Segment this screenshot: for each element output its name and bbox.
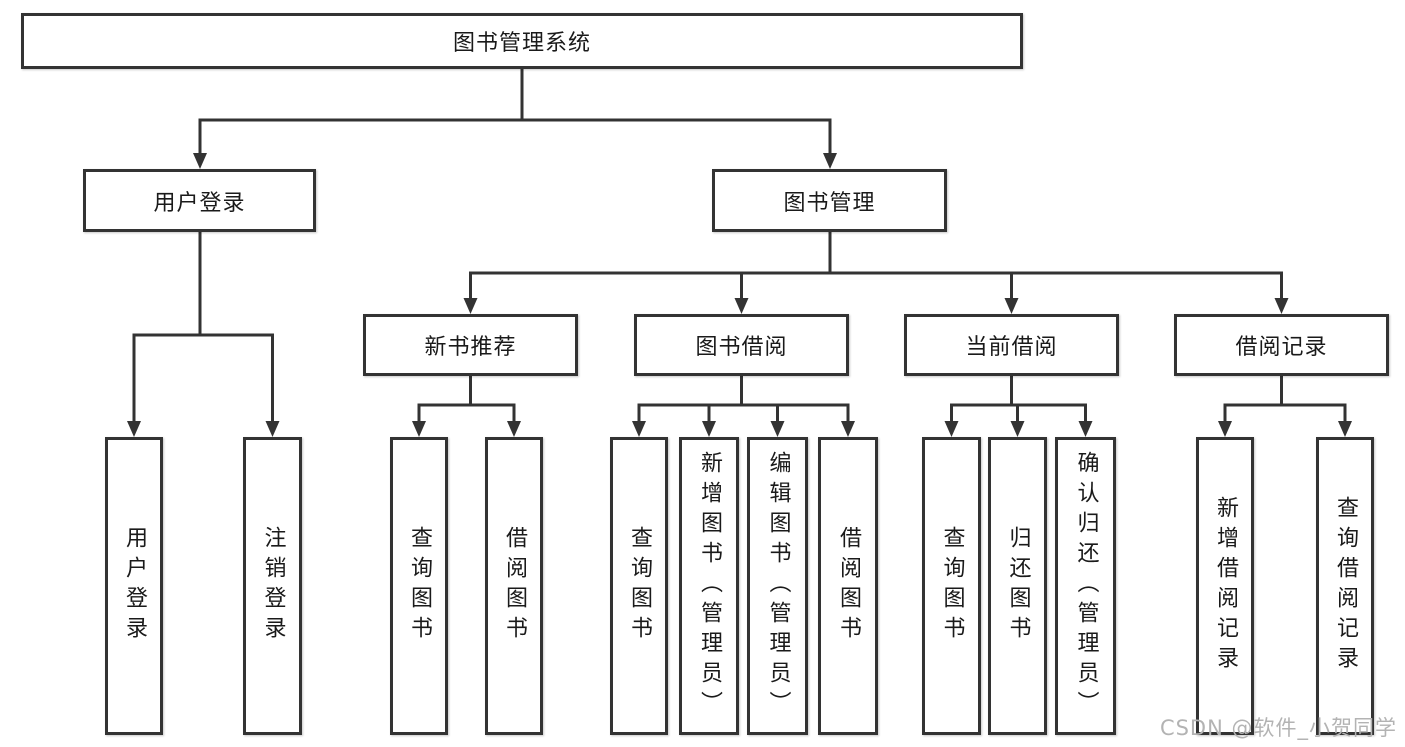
node-label: 图书管理系统: [452, 31, 591, 56]
leaf-nbr-borrow-books: 借阅图书: [485, 437, 543, 735]
node-label: 确认归还（管理员）: [1073, 451, 1099, 721]
node-label: 用户登录: [122, 526, 147, 646]
leaf-bb-borrow-books: 借阅图书: [818, 437, 878, 735]
node-library-management-system: 图书管理系统: [21, 13, 1023, 69]
node-label: 新增图书（管理员）: [697, 451, 722, 721]
leaf-user-login: 用户登录: [105, 437, 163, 735]
node-current-borrowing: 当前借阅: [904, 314, 1119, 376]
node-label: 查询图书: [627, 526, 652, 646]
leaf-cb-return-books: 归还图书: [988, 437, 1047, 735]
node-label: 注销登录: [260, 526, 286, 646]
node-book-management: 图书管理: [712, 169, 947, 232]
leaf-logout: 注销登录: [243, 437, 302, 735]
node-label: 查询借阅记录: [1333, 496, 1358, 676]
node-borrowing-records: 借阅记录: [1174, 314, 1389, 376]
node-user-login: 用户登录: [83, 169, 316, 232]
node-label: 查询图书: [407, 526, 432, 646]
node-label: 编辑图书（管理员）: [765, 451, 791, 721]
leaf-cb-query-books: 查询图书: [922, 437, 981, 735]
node-label: 借阅图书: [836, 526, 861, 646]
node-label: 图书借阅: [695, 335, 788, 360]
leaf-bb-add-books-admin: 新增图书（管理员）: [679, 437, 739, 735]
node-label: 新书推荐: [424, 335, 517, 360]
node-label: 借阅记录: [1235, 335, 1328, 360]
node-label: 当前借阅: [965, 335, 1058, 360]
node-label: 新增借阅记录: [1213, 496, 1238, 676]
leaf-nbr-query-books: 查询图书: [390, 437, 448, 735]
leaf-br-add-record: 新增借阅记录: [1196, 437, 1254, 735]
node-label: 查询图书: [939, 526, 965, 646]
node-new-book-recommend: 新书推荐: [363, 314, 578, 376]
node-label: 归还图书: [1005, 526, 1031, 646]
node-book-borrowing: 图书借阅: [634, 314, 849, 376]
leaf-br-query-record: 查询借阅记录: [1316, 437, 1374, 735]
node-label: 用户登录: [153, 190, 246, 216]
node-label: 借阅图书: [502, 526, 527, 646]
csdn-watermark: CSDN @软件_小贺同学: [1159, 716, 1397, 740]
leaf-cb-confirm-return-admin: 确认归还（管理员）: [1055, 437, 1116, 735]
leaf-bb-edit-books-admin: 编辑图书（管理员）: [747, 437, 808, 735]
leaf-bb-query-books: 查询图书: [610, 437, 668, 735]
node-label: 图书管理: [783, 190, 876, 216]
